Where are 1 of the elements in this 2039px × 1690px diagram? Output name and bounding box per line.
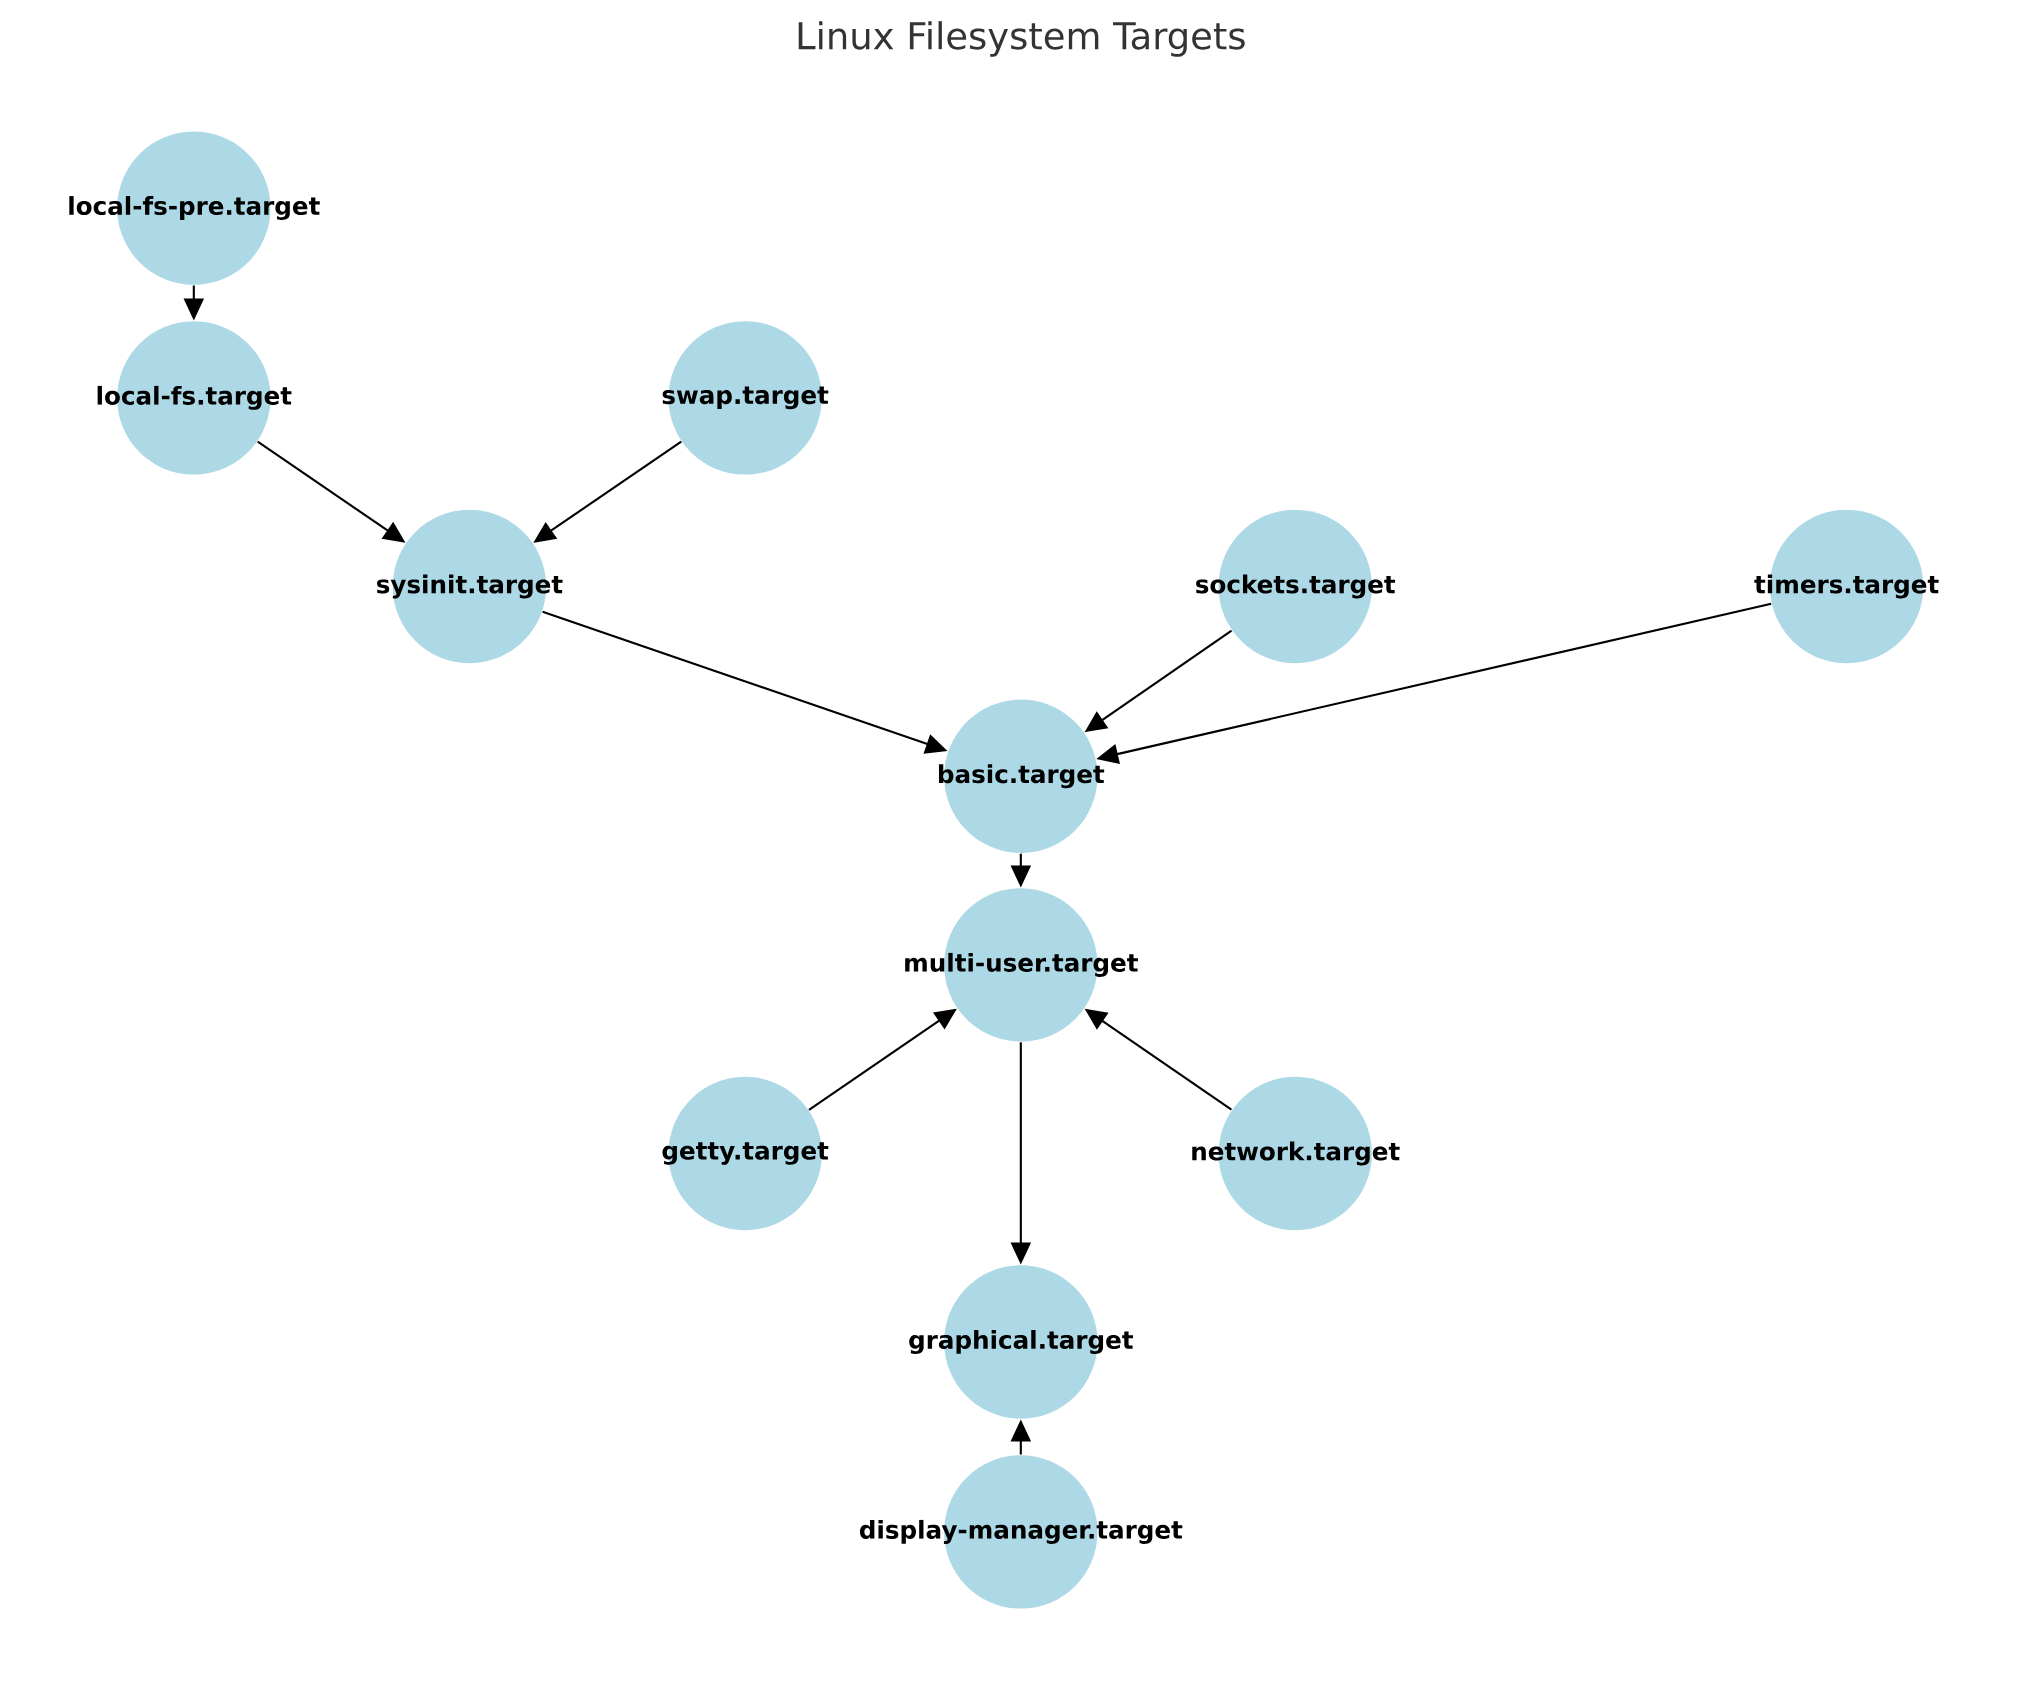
- title: Linux Filesystem Targets: [798, 21, 1245, 57]
